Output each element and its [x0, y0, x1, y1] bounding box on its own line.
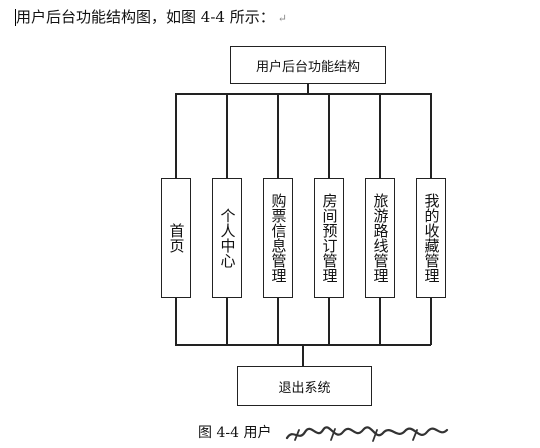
module-travel-route: 旅游路线管理 — [365, 178, 395, 298]
exit-connector — [302, 344, 304, 367]
exit-node: 退出系统 — [237, 366, 372, 406]
module-down-connector-2 — [226, 297, 228, 345]
module-connector-2 — [226, 93, 228, 179]
module-connector-4 — [328, 93, 330, 179]
text-cursor — [15, 9, 16, 26]
top-bus — [175, 93, 431, 95]
module-home: 首页 — [161, 178, 191, 298]
module-down-connector-3 — [277, 297, 279, 345]
module-down-connector-4 — [328, 297, 330, 345]
module-connector-1 — [175, 93, 177, 179]
root-connector — [307, 84, 309, 94]
intro-text: 用户后台功能结构图，如图 4-4 所示： — [16, 8, 275, 26]
module-connector-5 — [379, 93, 381, 179]
figure-caption: 图 4-4 用户 — [198, 425, 272, 441]
redaction-scribble — [285, 426, 449, 442]
module-ticket-management: 购票信息管理 — [263, 178, 293, 298]
module-down-connector-5 — [379, 297, 381, 345]
module-connector-3 — [277, 93, 279, 179]
module-personal-center: 个人中心 — [212, 178, 242, 298]
module-room-booking: 房间预订管理 — [314, 178, 344, 298]
module-down-connector-1 — [175, 297, 177, 345]
module-connector-6 — [430, 93, 432, 179]
return-mark-icon: ↵ — [277, 12, 287, 25]
module-down-connector-6 — [430, 297, 432, 345]
intro-paragraph: 用户后台功能结构图，如图 4-4 所示：↵ — [16, 6, 287, 28]
root-node: 用户后台功能结构 — [230, 46, 386, 84]
module-favorites: 我的收藏管理 — [416, 178, 446, 298]
